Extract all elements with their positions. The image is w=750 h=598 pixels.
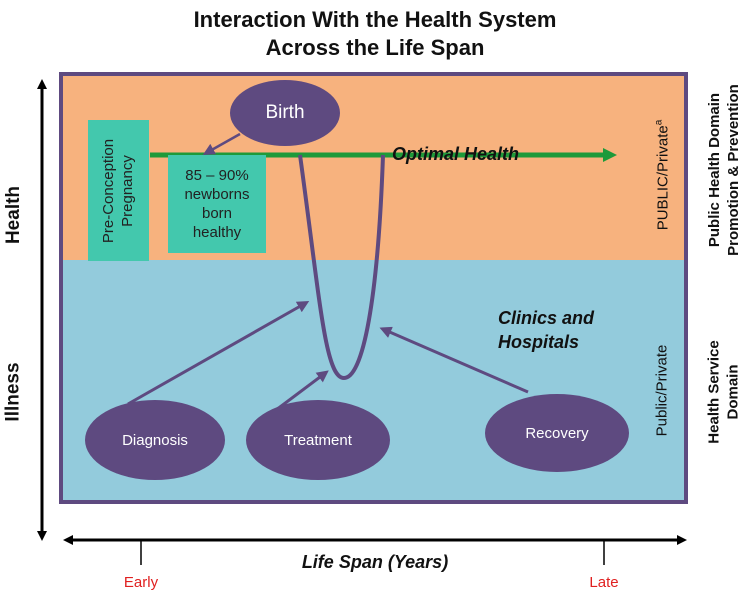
recovery-label: Recovery	[525, 424, 589, 442]
health-service-domain-label: Health Service Domain	[705, 340, 743, 443]
preconception-line-1: Pre-Conception	[100, 138, 118, 243]
newborns-line-1: 85 – 90%	[185, 167, 249, 184]
diagnosis-label: Diagnosis	[122, 431, 188, 449]
newborns-line-4: healthy	[192, 224, 242, 241]
newborns-line-2: newborns	[184, 186, 250, 203]
sector-top-wrap: PUBLIC/Privatea	[642, 120, 682, 231]
birth-oval	[230, 80, 340, 146]
health-service-domain-wrap: Health Service Domain	[700, 340, 748, 443]
birth-label: Birth	[265, 102, 305, 123]
sector-top-text: PUBLIC/Private	[654, 125, 672, 231]
treatment-label: Treatment	[284, 431, 352, 449]
clinics-line-1: Clinics and	[498, 308, 595, 328]
x-axis-label: Life Span (Years)	[301, 552, 449, 572]
public-health-domain-label: Public Health Domain Promotion & Prevent…	[705, 84, 743, 256]
y-label-illness-wrap: Illness	[0, 362, 28, 421]
sector-top-superscript: a	[653, 119, 665, 126]
clinics-line-2: Hospitals	[498, 332, 580, 352]
preconception-box: Pre-Conception Pregnancy	[88, 120, 149, 261]
public-health-domain-wrap: Public Health Domain Promotion & Prevent…	[700, 84, 748, 256]
preconception-text: Pre-Conception Pregnancy	[100, 138, 138, 242]
newborns-line-3: born	[201, 205, 233, 222]
sector-bottom-label: Public/Private	[653, 344, 671, 436]
treatment-oval	[246, 400, 390, 480]
y-label-illness: Illness	[3, 362, 24, 422]
title-line-2: Across the Life Span	[265, 35, 485, 60]
y-label-health-wrap: Health	[0, 186, 28, 244]
optimal-health-label: Optimal Health	[392, 144, 520, 164]
y-label-health: Health	[3, 185, 25, 245]
illness-dip-curve	[298, 154, 385, 381]
frame-border	[59, 72, 688, 504]
health-service-line-2: Domain	[725, 364, 743, 420]
sector-top-label: PUBLIC/Privatea	[653, 120, 671, 231]
health-region	[61, 74, 686, 260]
sector-bottom-wrap: Public/Private	[642, 344, 682, 436]
health-service-line-1: Health Service	[706, 340, 724, 444]
preconception-line-2: Pregnancy	[119, 154, 137, 227]
recovery-arrow	[379, 326, 529, 394]
newborns-box: 85 – 90% newborns born healthy	[168, 155, 266, 253]
diagnosis-oval	[85, 400, 225, 480]
x-tick-label-late: Late	[589, 574, 619, 591]
title-line-1: Interaction With the Health System	[193, 7, 557, 32]
public-health-line-2: Promotion & Prevention	[725, 84, 742, 256]
diagnosis-arrow	[127, 301, 310, 406]
treatment-arrow	[275, 370, 329, 412]
recovery-oval	[485, 394, 629, 472]
birth-connector-arrow	[202, 132, 241, 155]
x-tick-label-early: Early	[123, 574, 159, 591]
clinics-hospitals-label: Clinics and Hospitals	[498, 306, 648, 354]
public-health-line-1: Public Health Domain	[706, 92, 723, 248]
